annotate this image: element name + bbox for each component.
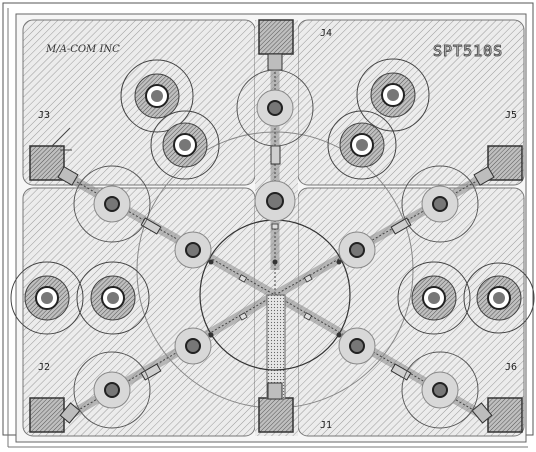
via-pad bbox=[327, 110, 397, 180]
logo-text: M/A-COM INC bbox=[45, 44, 120, 55]
line-via bbox=[401, 351, 479, 429]
smd-components bbox=[140, 145, 412, 381]
junction-vias bbox=[174, 231, 376, 365]
port-label-j4: J4 bbox=[320, 28, 332, 39]
port-label-j6: J6 bbox=[505, 362, 517, 373]
line-via bbox=[236, 69, 314, 147]
logo: M/A-COM INC bbox=[45, 44, 120, 55]
via-pads bbox=[10, 58, 535, 335]
connector-pad-j5 bbox=[487, 145, 523, 181]
junction-markers bbox=[238, 223, 313, 321]
fiducial-cross bbox=[51, 127, 72, 151]
connector-pad-j6 bbox=[487, 397, 523, 433]
connector-pad-j1 bbox=[258, 397, 294, 433]
connector-pad-j4 bbox=[258, 19, 294, 55]
line-via bbox=[73, 165, 151, 243]
via-pad bbox=[76, 261, 150, 335]
port-label-j1: J1 bbox=[320, 420, 332, 431]
part-number: SPT510S bbox=[433, 42, 503, 60]
connector-tabs bbox=[57, 53, 495, 424]
via-pad bbox=[120, 59, 194, 133]
line-via bbox=[401, 165, 479, 243]
line-vias bbox=[73, 69, 479, 429]
via-pad bbox=[397, 261, 471, 335]
port-label-j3: J3 bbox=[38, 110, 50, 121]
port-label-j5: J5 bbox=[505, 110, 517, 121]
port-label-j2: J2 bbox=[38, 362, 50, 373]
line-via bbox=[73, 351, 151, 429]
via-pad bbox=[463, 262, 535, 334]
connector-pad-j2 bbox=[29, 397, 65, 433]
via-pad bbox=[356, 58, 430, 132]
via-pad bbox=[150, 110, 220, 180]
connector-pad-j3 bbox=[29, 145, 65, 181]
via-pad bbox=[10, 261, 84, 335]
line-via bbox=[254, 180, 296, 222]
